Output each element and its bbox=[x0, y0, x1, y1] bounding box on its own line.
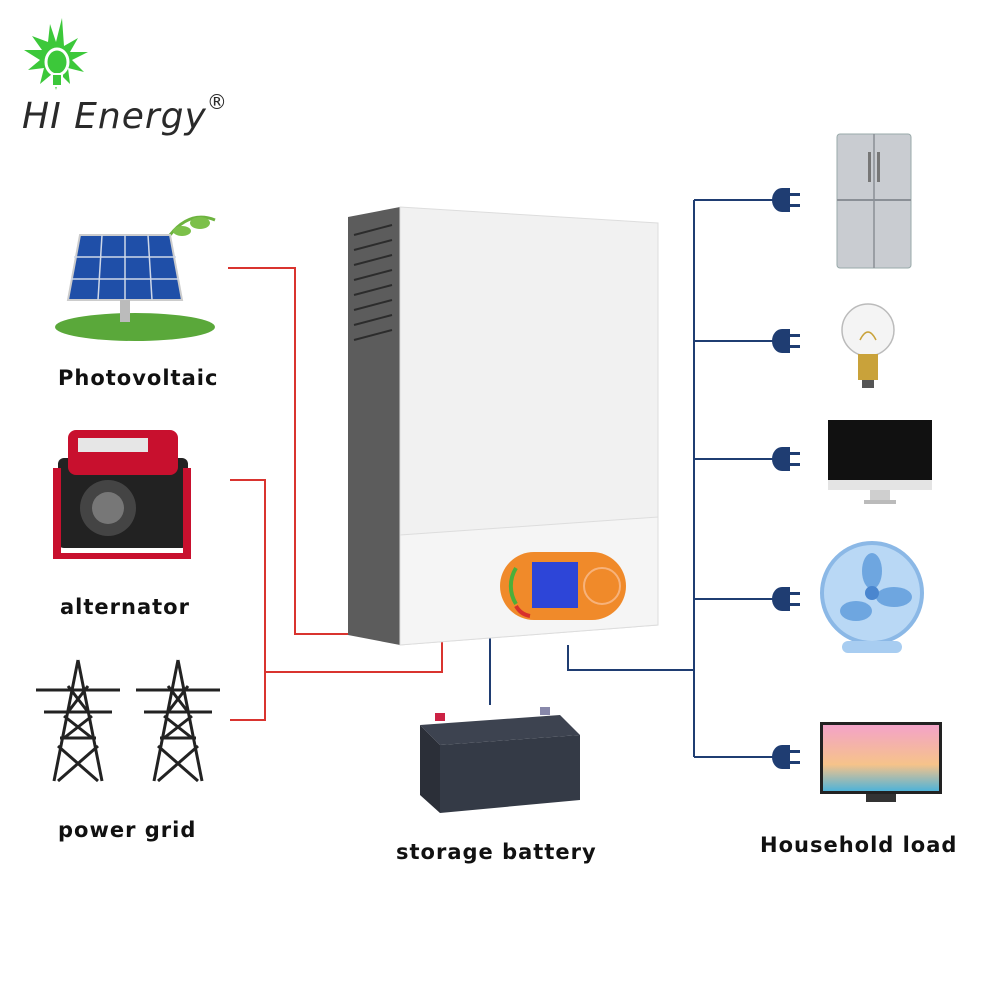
plug-icon bbox=[772, 447, 800, 471]
wire-output-bus bbox=[567, 645, 694, 671]
wire-alternator bbox=[230, 479, 266, 721]
plug-icon bbox=[772, 188, 800, 212]
lcd-display-icon bbox=[500, 552, 626, 620]
plug-icon bbox=[772, 329, 800, 353]
brand-name: HI Energy® bbox=[22, 90, 228, 137]
television-icon bbox=[820, 722, 942, 802]
refrigerator-icon bbox=[836, 133, 912, 269]
label-photovoltaic: Photovoltaic bbox=[58, 366, 219, 390]
generator-icon bbox=[53, 430, 191, 559]
label-storage-battery: storage battery bbox=[396, 840, 597, 864]
transmission-tower-icon bbox=[36, 659, 220, 783]
solar-panel-icon bbox=[55, 215, 216, 341]
label-household-load: Household load bbox=[760, 833, 958, 857]
label-power-grid: power grid bbox=[58, 818, 197, 842]
plug-icon bbox=[772, 745, 800, 769]
green-starburst-lightbulb-icon bbox=[24, 18, 88, 90]
battery-icon bbox=[420, 707, 580, 813]
monitor-icon bbox=[828, 420, 932, 504]
label-alternator: alternator bbox=[60, 595, 190, 619]
fan-icon bbox=[820, 541, 924, 653]
plug-icon bbox=[772, 587, 800, 611]
light-bulb-icon bbox=[841, 303, 895, 388]
